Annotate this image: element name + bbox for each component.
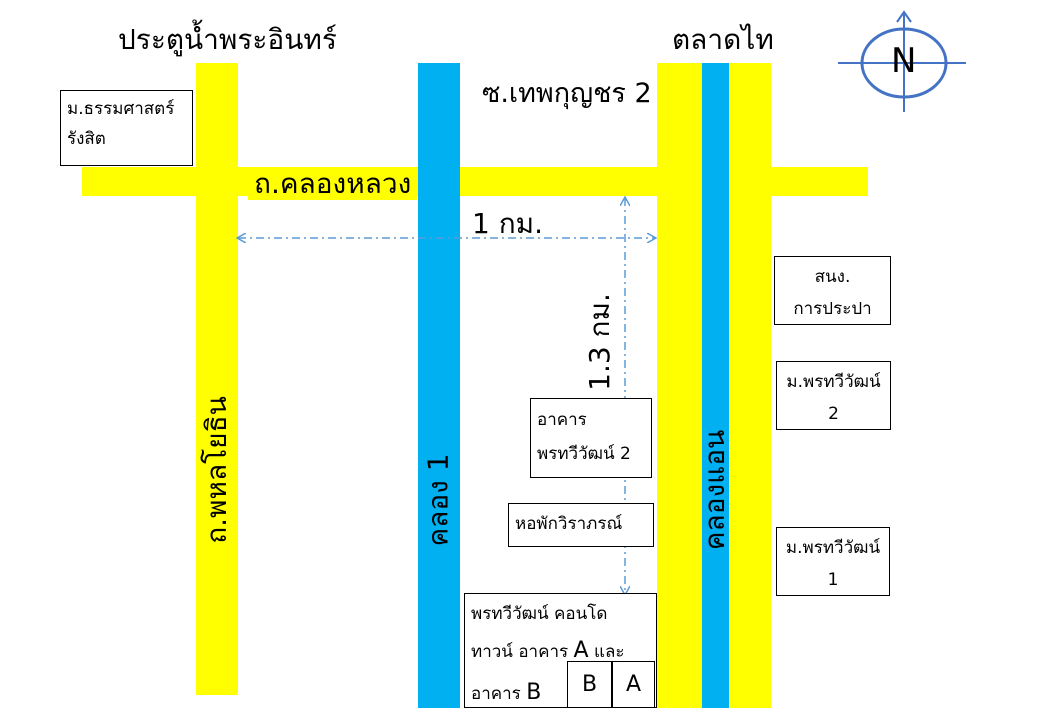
khlong-luang-road-label: ถ.คลองหลวง <box>248 168 418 200</box>
condo-building-a: A <box>612 661 655 708</box>
waterworks-line-1: สนง. <box>814 267 851 287</box>
condo-line-3a: อาคาร <box>471 684 527 705</box>
pornthawee-1-line-1: ม.พรทวีวัฒน์ <box>785 538 881 558</box>
pratu-nam-phra-in-label: ประตูน้ำพระอินทร์ <box>118 23 337 56</box>
waterworks-line-2: การประปา <box>793 299 872 320</box>
condo-line-2: ทาวน์ อาคาร A และ <box>471 630 650 672</box>
condo-line-2a: ทาวน์ อาคาร <box>471 642 574 663</box>
condo-line-1: พรทวีวัฒน์ คอนโด <box>471 604 608 624</box>
distance-1-3km-label-wrap: 1.3 กม. <box>580 292 620 392</box>
distance-1-3km-label: 1.3 กม. <box>583 293 616 391</box>
khlong-1-label-wrap: คลอง 1 <box>418 440 460 560</box>
pornthawee-2-box: ม.พรทวีวัฒน์ 2 <box>776 361 891 430</box>
building-2-line-1: อาคาร <box>537 410 587 430</box>
pornthawee-1-line-2: 1 <box>827 570 839 591</box>
dorm-wiraporn-box: หอพักวิราภรณ์ <box>508 503 654 547</box>
thammasat-line-2: รังสิต <box>67 128 106 149</box>
talad-thai-road-east <box>729 63 771 708</box>
khlong-1-label: คลอง 1 <box>422 453 455 547</box>
khlong-aen-label-wrap: คลองแอน <box>698 410 732 570</box>
compass-letter: N <box>891 41 917 81</box>
talad-thai-road-west <box>657 63 702 708</box>
phahon-yothin-label-wrap: ถ.พหลโยธิน <box>196 390 238 550</box>
khlong-aen-label: คลองแอน <box>698 429 732 551</box>
soi-thepkunchon-label: ซ.เทพกุญชร 2 <box>482 78 652 109</box>
phahon-yothin-label: ถ.พหลโยธิน <box>200 396 234 544</box>
khlong-aen-canal <box>702 63 729 708</box>
building-pornthawee-2-box: อาคาร พรทวีวัฒน์ 2 <box>530 398 652 478</box>
distance-1km-label: 1 กม. <box>472 207 544 240</box>
thammasat-line-1: ม.ธรรมศาสตร์ <box>67 99 175 119</box>
talad-thai-label: ตลาดไท <box>672 23 774 56</box>
condo-line-3b: B <box>526 680 542 706</box>
condo-line-3: อาคาร B <box>471 672 650 714</box>
phahon-yothin-road <box>196 63 238 695</box>
pornthawee-1-box: ม.พรทวีวัฒน์ 1 <box>776 527 890 596</box>
condo-line-2b: A <box>573 638 589 664</box>
condo-building-b: B <box>567 661 612 708</box>
khlong-1-canal <box>418 63 460 708</box>
dorm-line-1: หอพักวิราภรณ์ <box>515 514 623 534</box>
condo-line-2c: และ <box>588 642 625 663</box>
building-2-line-2: พรทวีวัฒน์ 2 <box>537 444 631 464</box>
pornthawee-2-line-2: 2 <box>828 404 839 425</box>
thammasat-box: ม.ธรรมศาสตร์ รังสิต <box>60 90 193 166</box>
pornthawee-2-line-1: ม.พรทวีวัฒน์ <box>786 372 881 392</box>
waterworks-box: สนง. การประปา <box>774 256 891 325</box>
